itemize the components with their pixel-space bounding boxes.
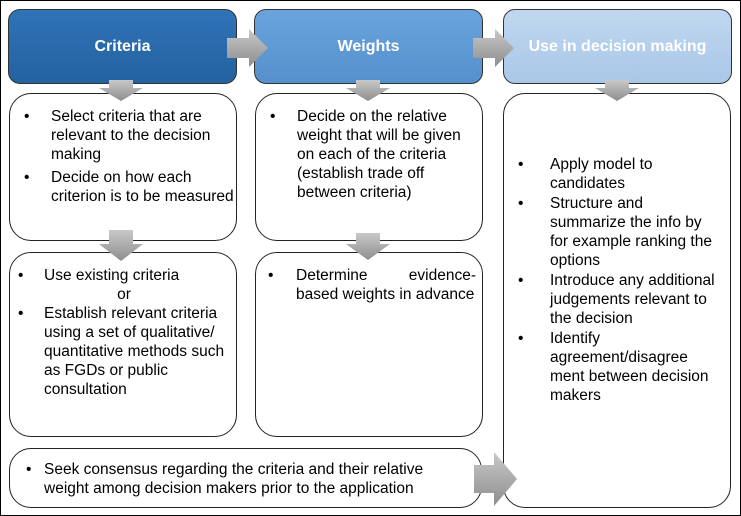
list-item: •Decide on how each criterion is to be m… [24,169,234,205]
criteria-steps-list: •Select criteria that are relevant to th… [24,107,234,210]
use-steps-box: •Apply model to candidates •Structure an… [503,93,731,508]
weights-steps-list: •Decide on the relative weight that will… [270,107,480,202]
down-arrow-icon [99,230,143,261]
bullet-icon: • [24,169,30,186]
right-arrow-icon [227,29,268,67]
bullet-icon: • [270,108,276,125]
bullet-icon: • [518,195,524,212]
list-item: •Establish relevant criteria using a set… [18,305,225,398]
criteria-header-label: Criteria [94,37,151,55]
bullet-icon: • [26,461,32,478]
list-item: •Structure and summarize the info by for… [518,195,712,269]
weights-methods-box: •Determine evidence-based weights in adv… [255,252,483,437]
list-item: •Seek consensus regarding the criteria a… [26,461,424,497]
right-arrow-icon [474,452,517,506]
list-item: •Apply model to candidates [518,156,653,192]
down-arrow-icon [595,80,639,101]
consensus-list: •Seek consensus regarding the criteria a… [26,460,466,498]
or-label: or [117,286,131,303]
list-item: •Select criteria that are relevant to th… [24,108,211,163]
weights-steps-box: •Decide on the relative weight that will… [255,93,483,241]
bullet-icon: • [268,267,274,284]
bullet-icon: • [518,156,524,173]
list-item: •Introduce any additional judgements rel… [518,272,715,327]
consensus-box: •Seek consensus regarding the criteria a… [9,448,482,508]
use-steps-list: •Apply model to candidates •Structure an… [518,155,723,406]
weights-header-label: Weights [337,37,400,55]
use-header: Use in decision making [503,9,732,84]
list-item: •Identify agreement/disagree ment betwee… [518,330,709,404]
bullet-icon: • [24,108,30,125]
list-item: •Determine evidence-based weights in adv… [268,267,476,303]
bullet-icon: • [518,330,524,347]
bullet-icon: • [518,272,524,289]
list-item: •Decide on the relative weight that will… [270,108,461,201]
weights-header: Weights [254,9,483,84]
criteria-steps-box: •Select criteria that are relevant to th… [9,93,237,241]
criteria-header: Criteria [8,9,237,84]
use-header-label: Use in decision making [528,37,707,55]
weights-methods-list: •Determine evidence-based weights in adv… [268,266,476,304]
down-arrow-icon [346,233,390,260]
bullet-icon: • [18,305,24,322]
bullet-icon: • [18,267,24,284]
down-arrow-icon [99,80,143,101]
down-arrow-icon [346,80,390,101]
right-arrow-icon [473,29,514,67]
